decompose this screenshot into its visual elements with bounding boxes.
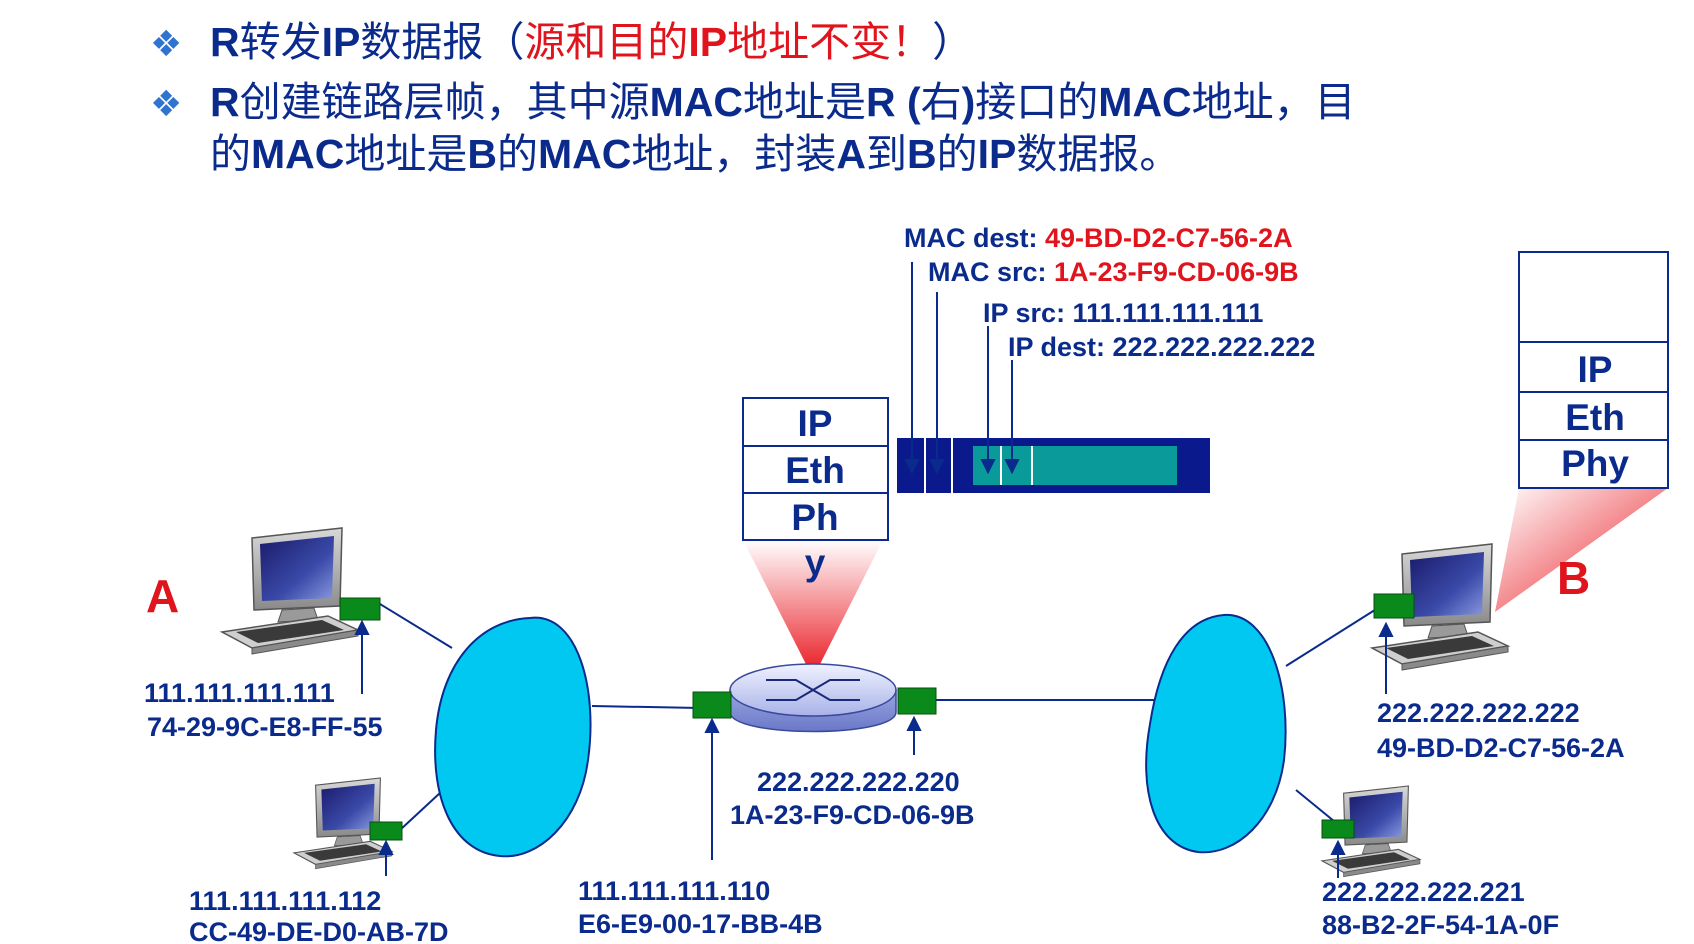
host-a-letter: A	[146, 570, 179, 622]
router-right-interface	[897, 687, 937, 715]
router-left-ip: 111.111.111.110	[578, 876, 770, 906]
text-segment: R (	[865, 79, 921, 125]
text-segment: B	[906, 131, 937, 177]
host-b-stack-ip: IP	[1578, 349, 1613, 390]
host-b-stack-eth: Eth	[1565, 397, 1625, 438]
text-segment: 数据报。	[1016, 130, 1181, 178]
text-segment: A	[836, 131, 866, 177]
host-a2-mac: CC-49-DE-D0-AB-7D	[189, 917, 449, 944]
text-segment: IP	[321, 19, 361, 65]
host-a2-ip: 111.111.111.112	[189, 886, 381, 916]
text-segment: MAC	[1098, 79, 1192, 125]
link-layer-frame	[897, 438, 1210, 493]
host-b-protocol-stack: IP Eth Phy	[1518, 251, 1669, 489]
address-pointers	[354, 619, 1394, 878]
host-a-ip: 111.111.111.111	[144, 678, 335, 708]
host-a-interface	[339, 597, 381, 621]
router-protocol-stack: IP Eth Ph y	[742, 397, 889, 583]
host-b-stack-phy: Phy	[1561, 443, 1629, 484]
mac-dest-value: 49-BD-D2-C7-56-2A	[1045, 223, 1293, 253]
text-segment: R	[210, 79, 240, 125]
ip-src-label: IP src: 111.111.111.111	[983, 298, 1263, 328]
text-segment: 数据报（	[360, 18, 525, 66]
text-segment: 地址，目	[1191, 78, 1356, 126]
text-segment: 的	[496, 130, 538, 178]
mac-src-value: 1A-23-F9-CD-06-9B	[1054, 257, 1299, 287]
diamond-bullet-icon: ❖	[150, 84, 183, 125]
host-b-ip: 222.222.222.222	[1377, 698, 1580, 728]
bullet-text: R转发IP数据报（源和目的IP地址不变！）	[210, 18, 973, 66]
text-segment: 地址是	[742, 78, 866, 126]
text-segment: ）	[932, 18, 974, 66]
bullet-create-frame-continuation: 的MAC地址是B的MAC地址，封装A到B的IP数据报。	[210, 120, 1180, 180]
network-links	[379, 603, 1379, 831]
host-b2-ip: 222.222.222.221	[1322, 877, 1525, 907]
text-segment: MAC	[251, 131, 345, 177]
text-segment: B	[467, 131, 497, 177]
router-stack-y: y	[805, 542, 826, 583]
bullet-forward-datagram: ❖R转发IP数据报（源和目的IP地址不变！）	[150, 8, 973, 68]
text-segment: MAC	[649, 79, 743, 125]
text-segment: IP	[688, 19, 728, 65]
router-left-interface	[692, 691, 732, 719]
host-b2-mac: 88-B2-2F-54-1A-0F	[1322, 910, 1559, 940]
text-segment: 的	[936, 130, 978, 178]
frame-field-pointers	[904, 262, 1020, 475]
host-a-mac: 74-29-9C-E8-FF-55	[147, 712, 383, 742]
ip-dest-label: IP dest: 222.222.222.222	[1008, 332, 1315, 362]
diamond-bullet-icon: ❖	[150, 24, 183, 65]
text-segment: IP	[977, 131, 1017, 177]
host-a-computer-icon	[221, 527, 359, 655]
text-segment: 的	[210, 130, 251, 178]
host-b-interface	[1373, 593, 1415, 619]
router-stack-cone	[743, 540, 883, 678]
text-segment: 右	[920, 78, 962, 126]
router-arrows-icon	[766, 679, 860, 701]
mac-dest-label: MAC dest: 49-BD-D2-C7-56-2A	[904, 223, 1293, 253]
text-segment: )	[961, 79, 976, 125]
host-b-stack-cone	[1495, 488, 1668, 612]
router-right-ip: 222.222.222.220	[757, 767, 960, 797]
router-right-mac: 1A-23-F9-CD-06-9B	[730, 800, 975, 830]
text-segment: R	[210, 19, 240, 65]
router-left-mac: E6-E9-00-17-BB-4B	[578, 909, 823, 939]
text-segment: 到	[865, 130, 907, 178]
text-segment: 源和目的	[524, 18, 689, 66]
bullet-text-continued: 的MAC地址是B的MAC地址，封装A到B的IP数据报。	[210, 130, 1180, 178]
text-segment: 接口的	[975, 78, 1099, 126]
host-a2-interface	[369, 821, 403, 841]
text-segment: 地址是	[344, 130, 468, 178]
router-stack-ph: Ph	[791, 497, 838, 538]
router	[729, 663, 897, 733]
text-segment: 地址，封装	[631, 130, 837, 178]
bullet-create-frame: ❖R创建链路层帧，其中源MAC地址是R (右)接口的MAC地址，目	[150, 68, 1356, 128]
router-stack-ip: IP	[798, 403, 833, 444]
bullet-text: R创建链路层帧，其中源MAC地址是R (右)接口的MAC地址，目	[210, 78, 1356, 126]
router-stack-eth: Eth	[785, 450, 845, 491]
subnet-left-cloud	[434, 616, 592, 858]
subnet-right-cloud	[1145, 613, 1287, 854]
host-b2-interface	[1321, 819, 1355, 839]
text-segment: MAC	[537, 131, 632, 177]
host-b-letter: B	[1557, 552, 1590, 604]
text-segment: 转发	[239, 18, 322, 66]
text-segment: 地址不变！	[727, 18, 933, 66]
mac-src-label: MAC src: 1A-23-F9-CD-06-9B	[928, 257, 1299, 287]
host-b-mac: 49-BD-D2-C7-56-2A	[1377, 733, 1625, 763]
text-segment: 创建链路层帧，其中源	[239, 78, 650, 126]
